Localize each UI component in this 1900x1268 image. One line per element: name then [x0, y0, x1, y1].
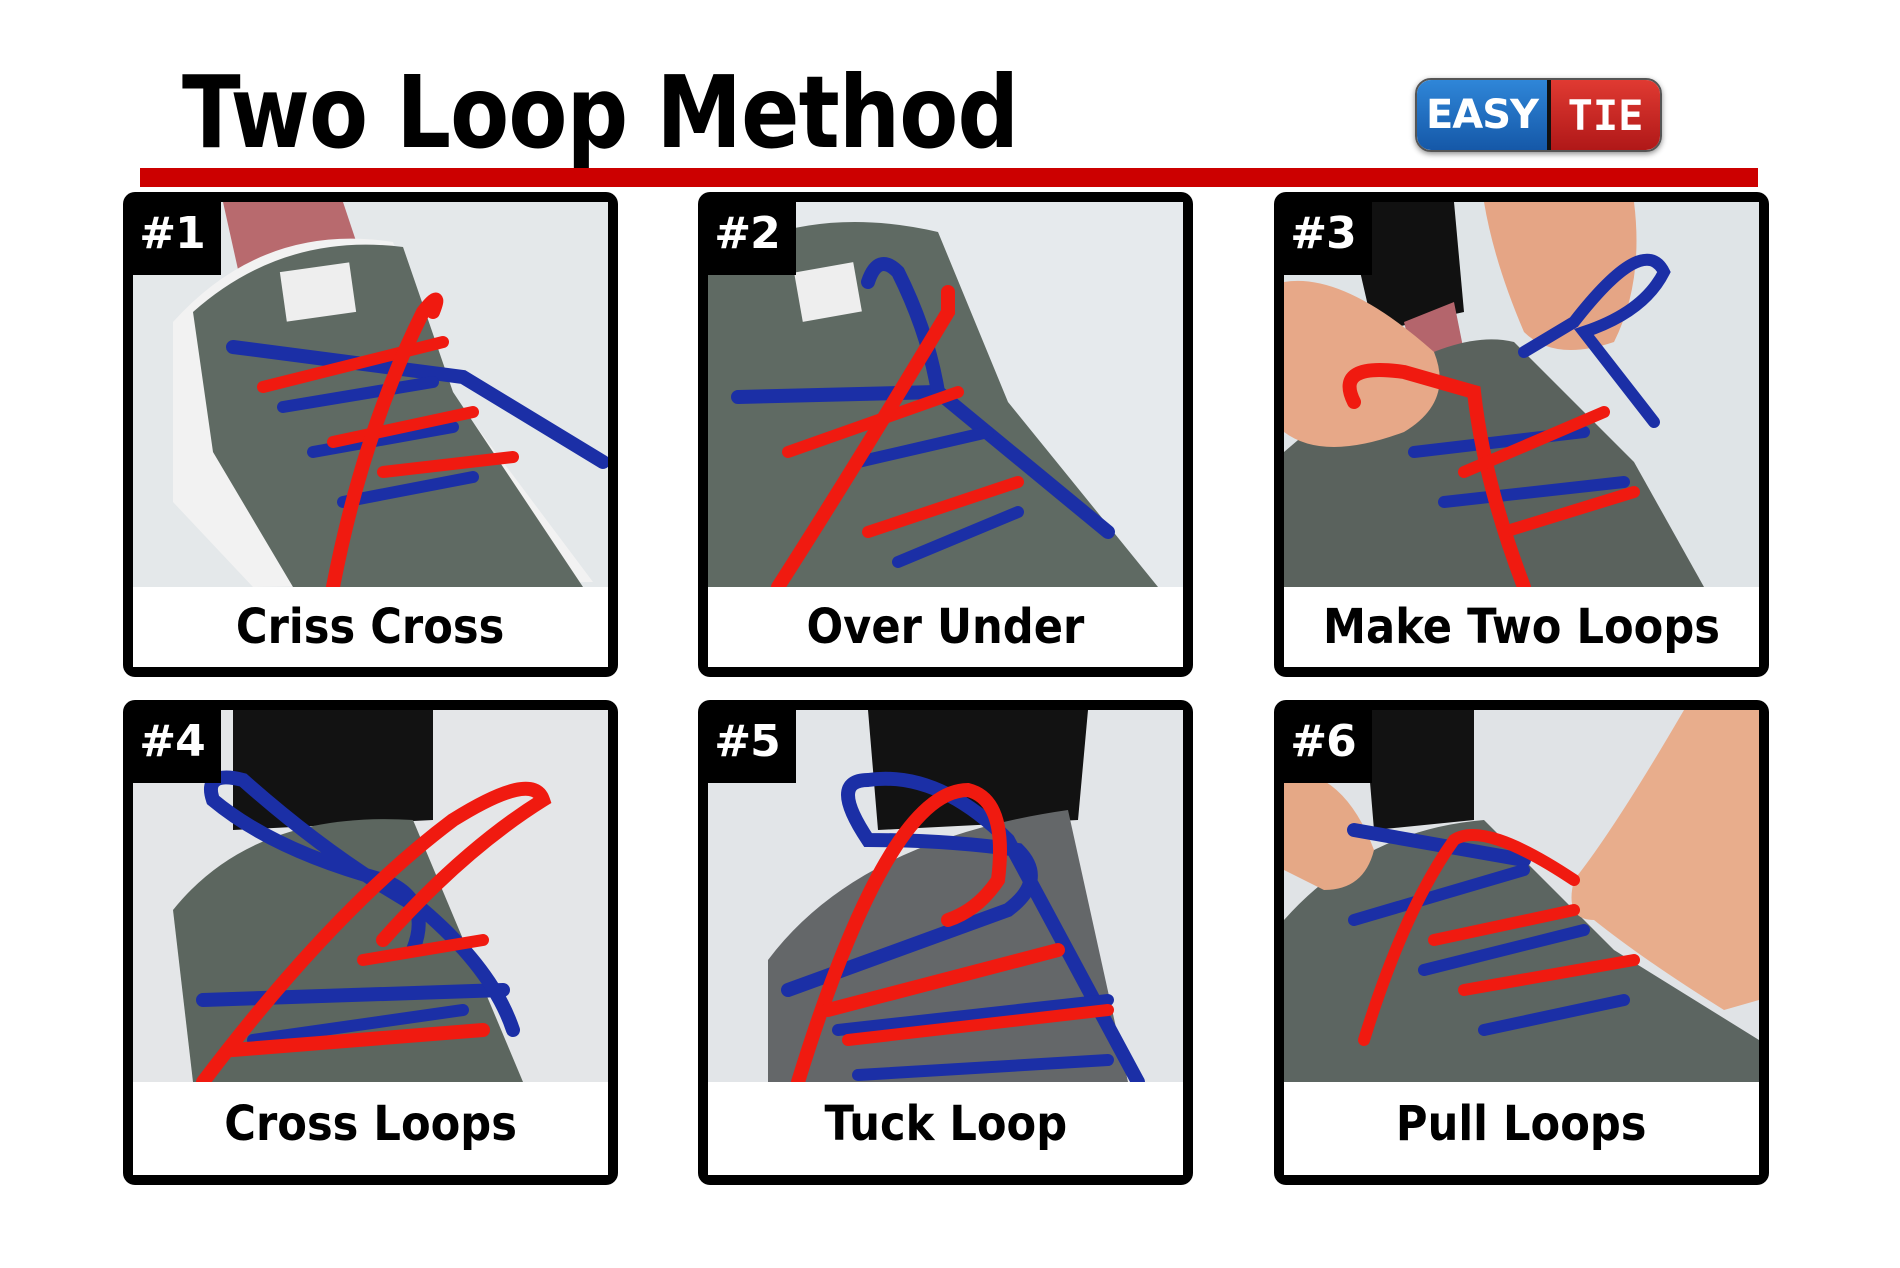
step-photo-make-two-loops [1284, 202, 1759, 587]
step-number-badge: #3 [1284, 202, 1372, 275]
step-panel-5: #5 Tuck Loop [698, 700, 1193, 1185]
header-divider [140, 168, 1758, 187]
step-number-badge: #1 [133, 202, 221, 275]
easy-tie-logo: EASY TIE [1415, 78, 1662, 152]
logo-tie-text: TIE [1551, 80, 1660, 150]
step-caption: Tuck Loop [824, 1095, 1067, 1152]
step-panel-4: #4 Cross Loops [123, 700, 618, 1185]
step-panel-2: #2 Over Under [698, 192, 1193, 677]
step-photo-over-under [708, 202, 1183, 587]
step-caption: Criss Cross [236, 599, 505, 655]
step-number-badge: #6 [1284, 710, 1372, 783]
step-panel-6: #6 Pull Loops [1274, 700, 1769, 1185]
step-caption: Cross Loops [224, 1095, 517, 1152]
step-number-badge: #2 [708, 202, 796, 275]
step-number-badge: #4 [133, 710, 221, 783]
step-panel-3: #3 Make Two Loops [1274, 192, 1769, 677]
step-photo-criss-cross [133, 202, 608, 587]
logo-easy-text: EASY [1417, 80, 1551, 150]
step-panel-1: #1 Criss Cross [123, 192, 618, 677]
page-title: Two Loop Method [182, 54, 1019, 171]
step-caption: Pull Loops [1396, 1095, 1647, 1152]
step-caption: Over Under [806, 599, 1085, 655]
step-caption: Make Two Loops [1323, 599, 1720, 655]
step-number-badge: #5 [708, 710, 796, 783]
